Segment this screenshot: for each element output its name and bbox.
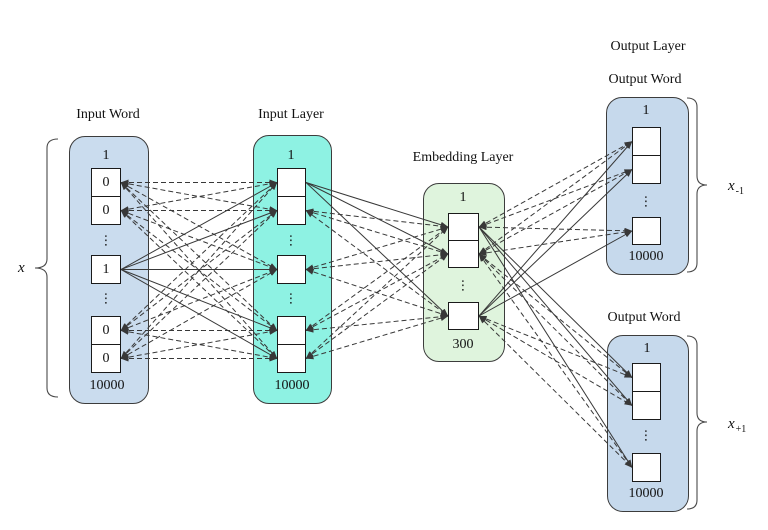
cell-e1 (448, 213, 479, 241)
edge-e2-ot3 (478, 229, 633, 256)
output-layer-title: Output Layer (610, 39, 686, 54)
edge-iw4-il5 (120, 328, 278, 361)
brace-label-1: x-1 (728, 177, 745, 197)
cell-il5 (277, 344, 306, 373)
brace-label-2: x+1 (728, 415, 747, 435)
edge-e1-ot3 (478, 224, 633, 234)
brace-label-var: x (728, 178, 735, 194)
input-layer-bottom-count: 10000 (274, 378, 310, 393)
input-layer-top-count: 1 (287, 148, 295, 163)
edge-e3-ob3 (478, 315, 633, 468)
brace-left-0 (34, 138, 59, 398)
cell-il3 (277, 255, 306, 284)
brace-label-var: x (18, 260, 25, 276)
edge-iw2-il1 (120, 180, 278, 213)
edge-e2-ot2 (478, 169, 633, 255)
input-word-ellipsis-1: ⋮ (99, 290, 113, 306)
cell-iw4: 0 (91, 316, 121, 345)
cell-ot3 (632, 217, 661, 245)
cell-iw2: 0 (91, 196, 121, 225)
edge-iw4-il2 (120, 210, 278, 331)
input-word-bottom-count: 10000 (89, 378, 125, 393)
output-word-bottom-label: Output Word (607, 310, 681, 325)
cell-ob3 (632, 453, 661, 482)
edge-iw5-il3 (120, 269, 278, 359)
input-word-ellipsis-0: ⋮ (99, 232, 113, 248)
brace-label-var: x (728, 416, 735, 432)
edge-il2-e3 (305, 210, 449, 317)
cell-e3 (448, 302, 479, 330)
edge-il5-e1 (305, 226, 449, 359)
embedding-layer-label: Embedding Layer (412, 150, 514, 165)
cell-il1 (277, 168, 306, 197)
cell-il2 (277, 196, 306, 225)
output-word-top-label: Output Word (608, 72, 682, 87)
edge-iw1-il2 (120, 180, 278, 213)
edge-il1-e2 (305, 182, 449, 255)
cell-ot1 (632, 127, 661, 156)
cell-iw1: 0 (91, 168, 121, 197)
input-layer-ellipsis-0: ⋮ (284, 232, 298, 248)
edge-iw5-il4 (120, 328, 278, 361)
output-word-bottom-ellipsis-0: ⋮ (639, 427, 653, 443)
embedding-layer-ellipsis-0: ⋮ (456, 277, 470, 293)
input-layer-label: Input Layer (258, 107, 324, 122)
cell-e2 (448, 240, 479, 268)
cell-ot2 (632, 155, 661, 184)
input-word-label: Input Word (76, 107, 140, 122)
cell-iw5: 0 (91, 344, 121, 373)
cell-ob1 (632, 363, 661, 392)
edge-e3-ot3 (478, 230, 633, 317)
edge-il2-e2 (305, 209, 449, 255)
brace-label-0: x (18, 259, 26, 277)
output-word-bottom-bottom-count: 10000 (628, 486, 664, 501)
input-word-top-count: 1 (102, 148, 110, 163)
cell-il4 (277, 316, 306, 345)
edge-il4-e3 (305, 313, 449, 333)
edge-e3-ot2 (478, 169, 633, 317)
output-word-bottom-top-count: 1 (643, 341, 651, 356)
brace-right-2 (686, 335, 708, 510)
input-layer-ellipsis-1: ⋮ (284, 290, 298, 306)
edge-il4-e1 (305, 226, 449, 331)
edge-e1-ob1 (478, 226, 633, 378)
edge-il3-e2 (305, 251, 449, 272)
brace-label-subscript: -1 (735, 186, 745, 197)
cell-ob2 (632, 391, 661, 420)
brace-right-1 (686, 97, 708, 273)
output-word-top-top-count: 1 (642, 103, 650, 118)
edge-e1-ot2 (478, 169, 633, 228)
embedding-layer-top-count: 1 (459, 190, 467, 205)
cell-iw3: 1 (91, 255, 121, 284)
edge-il1-e1 (305, 182, 449, 228)
output-word-top-bottom-count: 10000 (628, 249, 664, 264)
edge-il5-e3 (305, 315, 449, 360)
output-word-top-ellipsis-0: ⋮ (639, 193, 653, 209)
embedding-layer-bottom-count: 300 (452, 337, 474, 352)
brace-label-subscript: +1 (735, 424, 747, 435)
edge-il5-e2 (305, 253, 449, 359)
edge-il1-e3 (305, 182, 449, 317)
